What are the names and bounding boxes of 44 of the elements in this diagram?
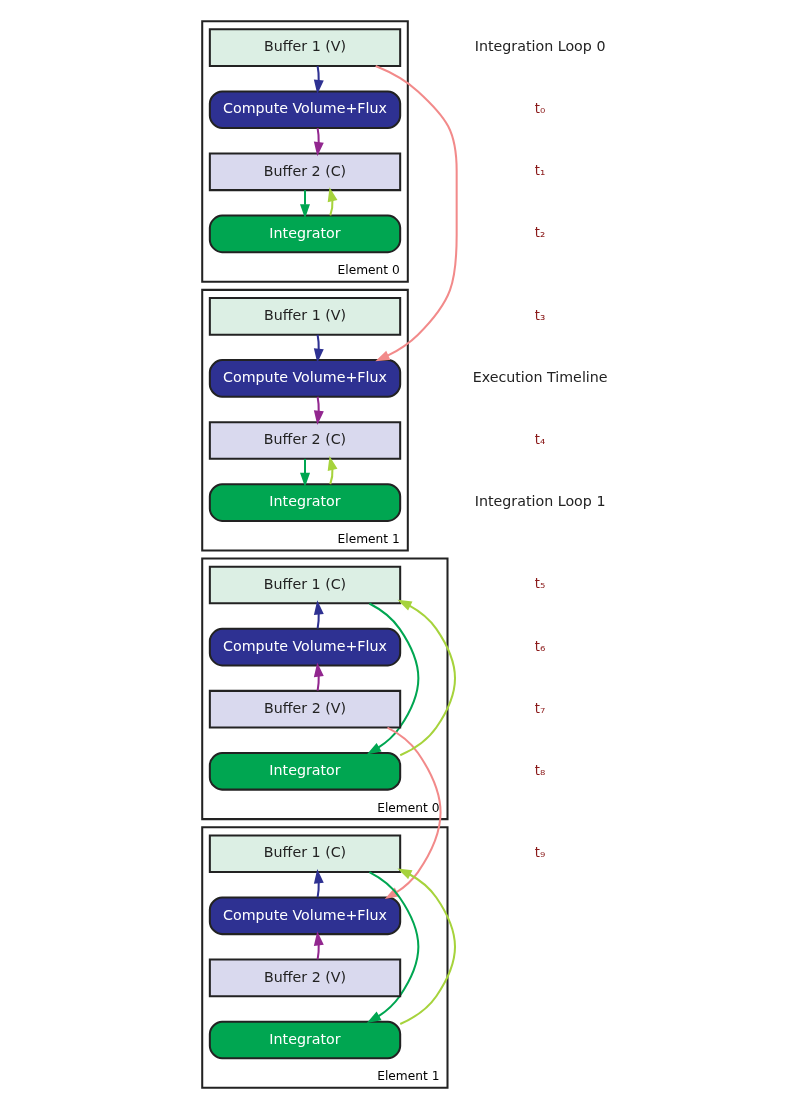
- label: t₀: [534, 101, 546, 117]
- arrow: [313, 396, 324, 426]
- node-box: Integrator: [208, 214, 402, 254]
- arrow: [327, 187, 338, 216]
- arrow: [313, 65, 324, 95]
- node-box: Buffer 2 (C): [208, 421, 402, 460]
- arrow: [397, 868, 456, 1025]
- arrow: [313, 334, 324, 363]
- node-box: Buffer 1 (C): [208, 565, 402, 605]
- arrow: [327, 455, 338, 485]
- arrow: [313, 931, 324, 960]
- label: t₈: [534, 762, 546, 778]
- node-box: Compute Volume+Flux: [208, 359, 402, 398]
- arrow: [313, 869, 324, 898]
- node-box: Integrator: [208, 1020, 402, 1060]
- node-box: Buffer 1 (V): [208, 28, 402, 67]
- label: t₅: [534, 576, 546, 592]
- node-box: Compute Volume+Flux: [208, 627, 402, 667]
- arrow: [300, 458, 310, 488]
- node-box: Buffer 1 (C): [208, 834, 402, 874]
- arrow: [313, 662, 324, 691]
- node-box: Buffer 2 (V): [208, 689, 402, 729]
- label: Execution Timeline: [472, 369, 608, 386]
- node-box: Integrator: [208, 483, 402, 522]
- node-box: Buffer 2 (V): [208, 958, 402, 998]
- label: t₆: [534, 638, 546, 654]
- label: t₄: [534, 431, 546, 447]
- node-box: Compute Volume+Flux: [208, 896, 402, 936]
- arrow: [313, 600, 324, 629]
- arrow: [313, 127, 324, 157]
- label: t₉: [534, 845, 546, 861]
- arrow: [397, 599, 456, 757]
- label: t₁: [534, 163, 546, 179]
- label: t₇: [534, 700, 546, 716]
- node-box: Buffer 1 (V): [208, 297, 402, 336]
- node-box: Compute Volume+Flux: [208, 90, 402, 130]
- label: t₂: [534, 225, 546, 241]
- arrow: [300, 190, 310, 219]
- arrow: [375, 65, 458, 362]
- node-box: Buffer 2 (C): [208, 152, 402, 192]
- node-box: Integrator: [208, 751, 402, 791]
- label: Integration Loop 1: [474, 493, 606, 510]
- label: Integration Loop 0: [474, 38, 606, 55]
- label: t₃: [534, 307, 546, 323]
